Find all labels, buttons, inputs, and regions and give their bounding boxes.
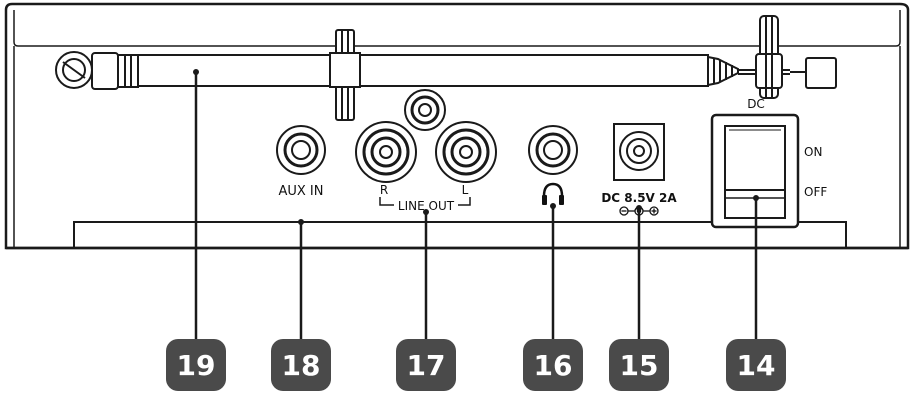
headphone-jack [528, 125, 578, 175]
svg-text:15: 15 [620, 349, 659, 382]
callout-badge-15: 15 [609, 339, 669, 391]
switch-off-label: OFF [804, 185, 827, 199]
svg-text:19: 19 [177, 349, 216, 382]
svg-text:18: 18 [282, 349, 321, 382]
line-out-r-label: R [380, 183, 388, 197]
callout-badge-18: 18 [271, 339, 331, 391]
dc-power-jack [613, 123, 665, 181]
callout-badge-17: 17 [396, 339, 456, 391]
svg-text:14: 14 [737, 349, 776, 382]
line-out-bracket [379, 197, 471, 206]
aux-in-jack [276, 125, 326, 175]
line-out-label: LINE OUT [398, 199, 455, 213]
line-out-jacks [355, 89, 497, 183]
line-out-l-label: L [462, 183, 469, 197]
switch-title-label: DC [747, 97, 765, 111]
svg-text:16: 16 [534, 349, 573, 382]
callout-badge-19: 19 [166, 339, 226, 391]
headphones-icon [542, 182, 564, 205]
callout-badge-14: 14 [726, 339, 786, 391]
callout-badge-16: 16 [523, 339, 583, 391]
dc-power-label: DC 8.5V 2A [601, 191, 677, 205]
svg-text:17: 17 [407, 349, 446, 382]
switch-on-label: ON [804, 145, 822, 159]
aux-in-label: AUX IN [278, 184, 323, 199]
telescopic-antenna [55, 15, 837, 121]
callout-lines [194, 72, 758, 342]
callout-dots [193, 69, 759, 225]
